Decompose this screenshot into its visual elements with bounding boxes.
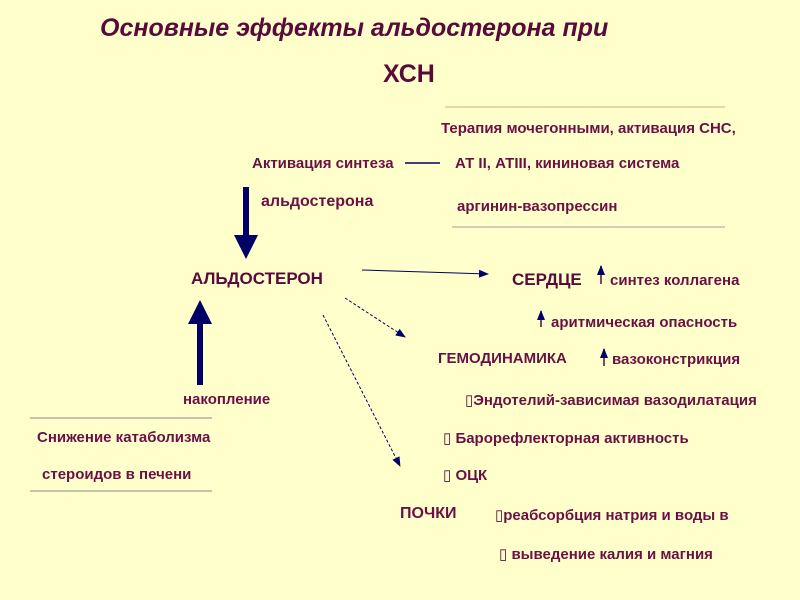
potassium-text: ▯ выведение калия и магния	[499, 546, 713, 563]
vaso-text: аргинин-вазопрессин	[457, 198, 618, 215]
sodium-text: ▯реабсорбция натрия и воды в	[495, 507, 729, 524]
arrhythm-text: аритмическая опасность	[551, 314, 738, 331]
activation-label: Активация синтеза	[252, 155, 394, 172]
title-line-2: ХСН	[383, 60, 435, 88]
therapy-text: Терапия мочегонными, активация СНС,	[441, 120, 736, 137]
arrow-to-heart	[361, 269, 489, 278]
placeholder-icon: ▯	[443, 430, 452, 447]
catab-line-2: стероидов в печени	[42, 466, 192, 483]
baro-text: ▯ Барорефлекторная активность	[443, 430, 689, 447]
title-line-1: Основные эффекты альдостерона при	[100, 14, 609, 42]
placeholder-icon: ▯	[443, 467, 452, 484]
collagen-text: синтез коллагена	[610, 272, 740, 289]
accum-text: накопление	[183, 391, 271, 408]
heart-label: СЕРДЦЕ	[512, 270, 582, 289]
aldo-genitive: альдостерона	[261, 193, 374, 210]
aldosterone-label: АЛЬДОСТЕРОН	[191, 269, 323, 288]
kidney-label: ПОЧКИ	[400, 505, 457, 522]
arrow-to-hemo	[344, 297, 406, 338]
endo-text: ▯Эндотелий-зависимая вазодилатация	[465, 392, 757, 409]
placeholder-icon: ▯	[499, 546, 508, 563]
vasocon-text: вазоконстрикция	[612, 351, 741, 368]
placeholder-icon: ▯	[495, 507, 504, 524]
placeholder-icon: ▯	[465, 392, 474, 409]
ock-text: ▯ ОЦК	[443, 467, 488, 484]
at-text: АТ II, АТIII, кининовая система	[455, 155, 680, 172]
arrow-to-kidney	[322, 314, 401, 467]
hemo-label: ГЕМОДИНАМИКА	[438, 350, 567, 367]
catab-line-1: Снижение катаболизма	[37, 429, 211, 446]
